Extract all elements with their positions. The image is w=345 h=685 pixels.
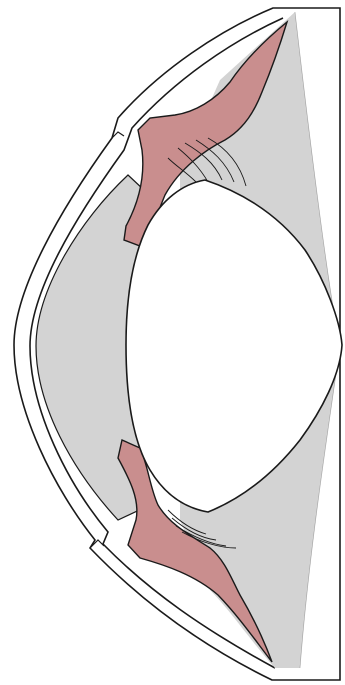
eye-anatomy-diagram [0, 0, 345, 685]
eye-cross-section-drawing [0, 0, 345, 685]
